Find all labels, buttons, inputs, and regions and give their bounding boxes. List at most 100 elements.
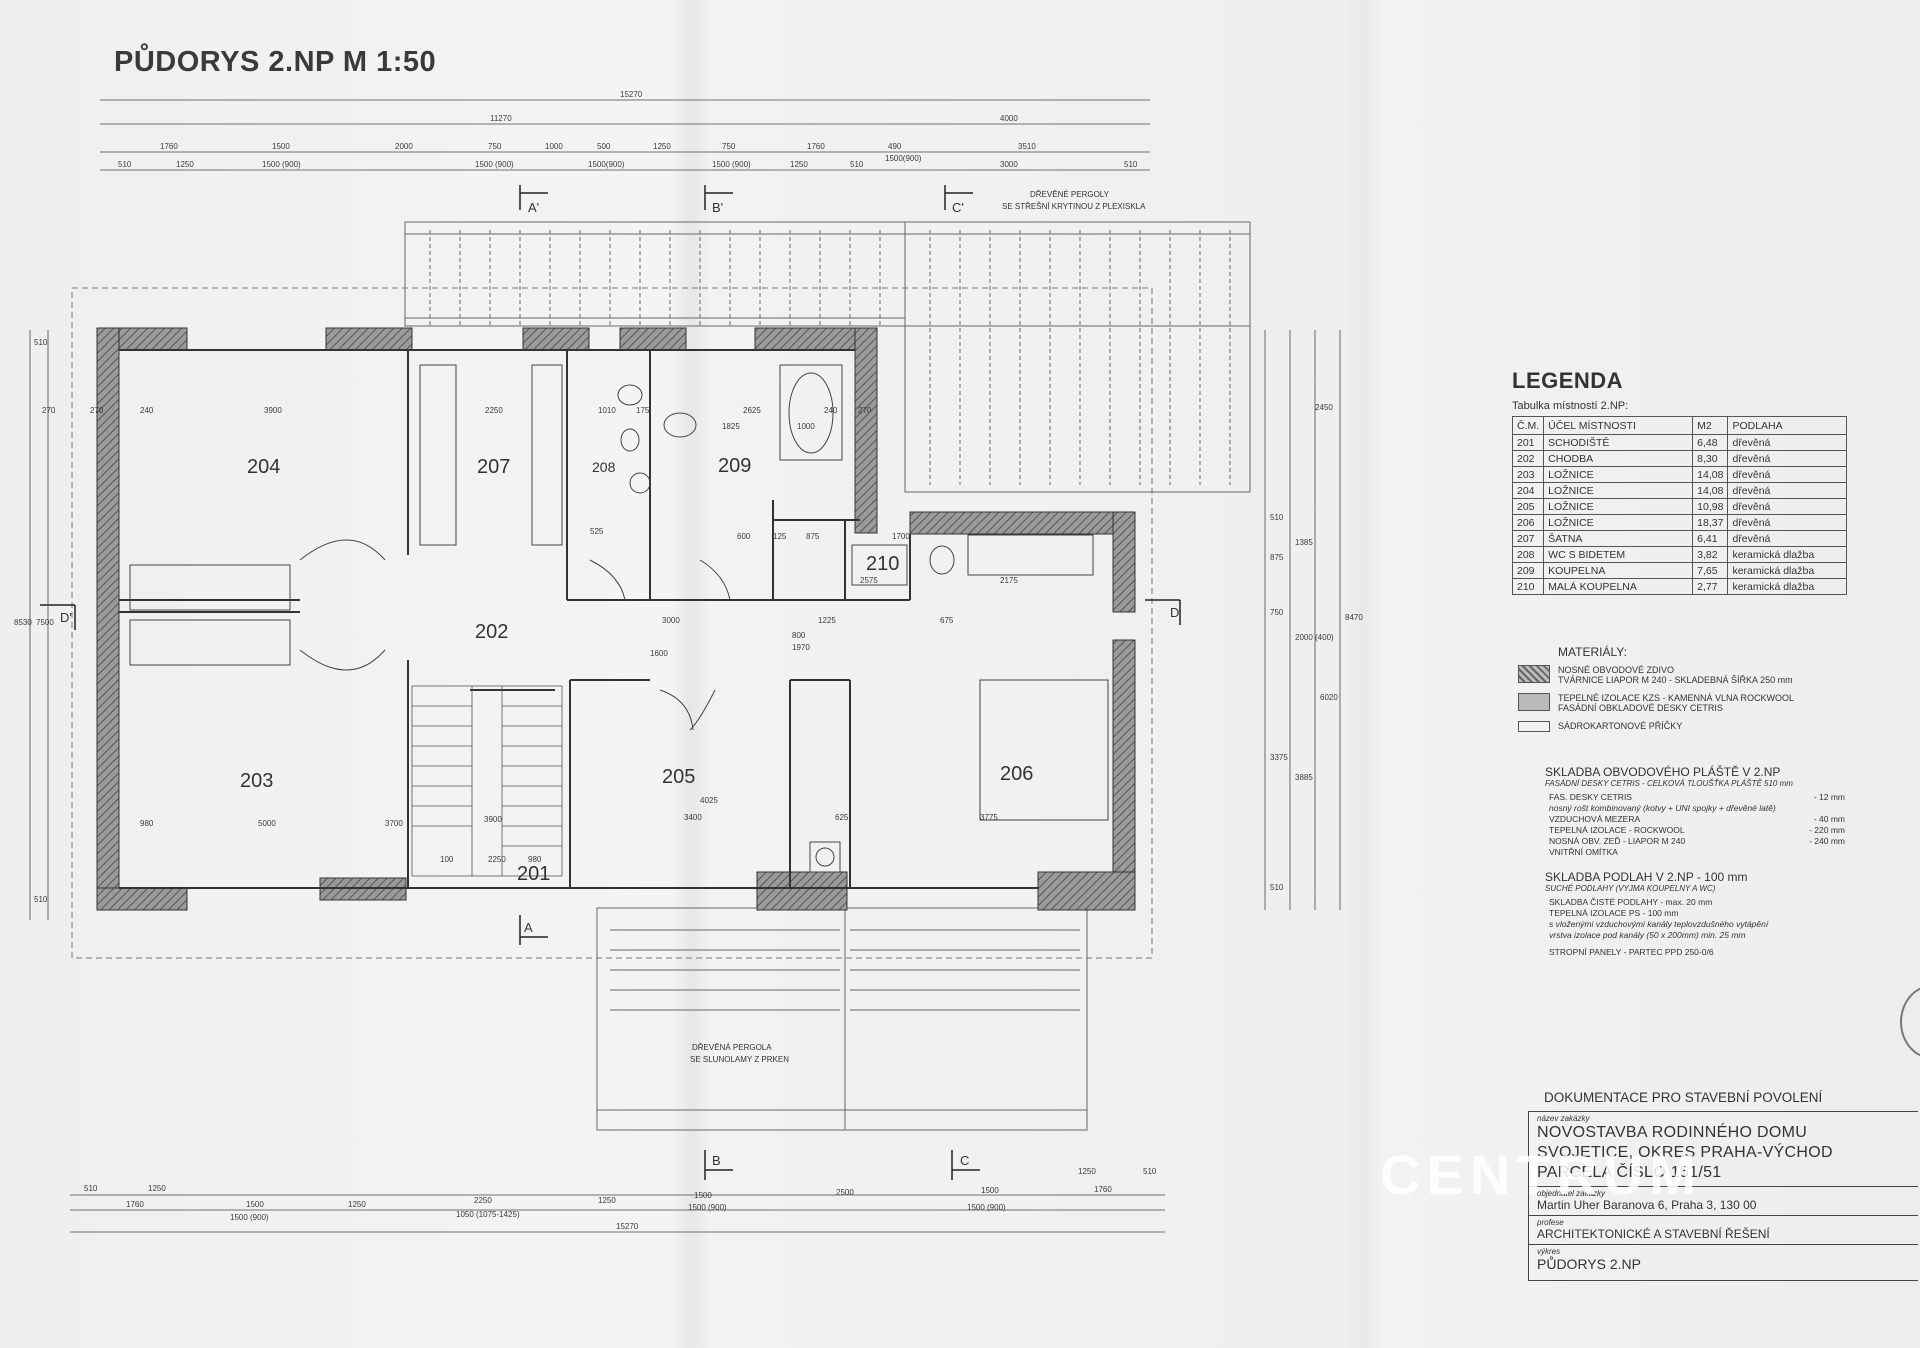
dim-right: 875 [1270, 553, 1284, 562]
material-item: TEPELNÉ IZOLACE KZS - KAMENNÁ VLNA ROCKW… [1518, 693, 1838, 713]
section-b-prime: B' [712, 200, 723, 215]
dim-top-row2-b: 4000 [1000, 114, 1018, 123]
room-208: 208 [592, 459, 616, 475]
material-line: SÁDROKARTONOVÉ PŘÍČKY [1558, 721, 1683, 731]
cell: ŠATNA [1543, 530, 1694, 547]
dim-top-row3: 1500 [272, 142, 290, 151]
dim-left: 510 [34, 338, 48, 347]
cell: LOŽNICE [1543, 514, 1694, 531]
inner-dim: 240 [140, 406, 154, 415]
room-209: 209 [718, 455, 751, 477]
cell: keramická dlažba [1727, 578, 1848, 595]
dim-top-row3: 1760 [807, 142, 825, 151]
wall-hatch-swatch [1518, 665, 1550, 683]
dim-bottom: 1500 [981, 1186, 999, 1195]
insulation-swatch [1518, 693, 1550, 711]
pergola-bottom [596, 907, 1088, 1131]
cell: dřevěná [1727, 450, 1848, 467]
drawing-title: PŮDORYS 2.NP M 1:50 [114, 46, 437, 78]
dim-bottom: 1050 (1075-1425) [456, 1210, 520, 1219]
cell: 205 [1511, 498, 1545, 515]
material-line: TVÁRNICE LIAPOR M 240 - SKLADEBNÁ ŠÍŘKA … [1558, 675, 1793, 685]
inner-dim: 1010 [598, 406, 616, 415]
dim-right: 6020 [1320, 693, 1338, 702]
cell: 206 [1511, 514, 1545, 531]
dim-top-row4: 510 [1124, 160, 1138, 169]
cell: keramická dlažba [1727, 562, 1848, 579]
dim-top-overall: 15270 [620, 90, 643, 99]
exterior-walls [96, 327, 1136, 911]
cell: MALÁ KOUPELNA [1543, 578, 1694, 595]
spec-text: TEPELNÁ IZOLACE PS - 100 mm [1549, 908, 1679, 918]
cell: 3,82 [1692, 546, 1729, 563]
cell: dřevěná [1727, 530, 1848, 547]
dim-top-row3: 1250 [653, 142, 671, 151]
dim-bottom: 15270 [616, 1222, 639, 1231]
inner-dim: 2575 [860, 576, 878, 585]
dim-bottom: 1500 (900) [688, 1203, 727, 1212]
inner-dim: 1970 [792, 643, 810, 652]
dim-bottom: 1500 (900) [967, 1203, 1006, 1212]
bottom-dimension-lines [70, 1194, 1165, 1233]
spec-line: s vloženými vzduchovými kanály teplovzdu… [1549, 919, 1845, 930]
section-b: B [712, 1153, 721, 1168]
inner-dim: 3000 [662, 616, 680, 625]
drawing-name: PŮDORYS 2.NP [1537, 1256, 1641, 1272]
cell: LOŽNICE [1543, 482, 1694, 499]
inner-dim: 175 [636, 406, 650, 415]
dim-top-row3: 3510 [1018, 142, 1036, 151]
dim-top-row4: 3000 [1000, 160, 1018, 169]
dim-bottom: 1250 [348, 1200, 366, 1209]
dim-bottom: 1500 (900) [230, 1213, 269, 1222]
spec-text: VNITŘNÍ OMÍTKA [1549, 847, 1618, 857]
cell: 8,30 [1692, 450, 1729, 467]
dim-top-row3: 1760 [160, 142, 178, 151]
inner-dim: 2175 [1000, 576, 1018, 585]
dim-left: 8530 [14, 618, 32, 627]
dim-top-row3: 500 [597, 142, 611, 151]
inner-dim: 625 [835, 813, 849, 822]
dim-top-row3: 2000 [395, 142, 413, 151]
dim-bottom: 2500 [836, 1188, 854, 1197]
dim-bottom: 1760 [126, 1200, 144, 1209]
legend-title: LEGENDA [1512, 368, 1624, 393]
inner-dim: 270 [858, 406, 872, 415]
client-name: Martin Uher Baranova 6, Praha 3, 130 00 [1537, 1198, 1757, 1212]
pergola-bottom-note-2: SE SLUNOLAMY Z PRKEN [690, 1055, 789, 1064]
legend-subtitle: Tabulka místností 2.NP: [1512, 400, 1629, 412]
inner-dim: 3900 [484, 815, 502, 824]
dim-bottom: 1250 [598, 1196, 616, 1205]
inner-dim: 1000 [797, 422, 815, 431]
inner-dim: 240 [824, 406, 838, 415]
spec-line: nosný rošt kombinovaný (kotvy + UNI spoj… [1549, 803, 1845, 814]
interior-walls [119, 349, 1038, 889]
cell: LOŽNICE [1543, 466, 1694, 483]
spec-value: - 12 mm [1813, 792, 1845, 802]
wall-spec: SKLADBA OBVODOVÉHO PLÁŠTĚ V 2.NP FASÁDNÍ… [1545, 765, 1845, 958]
cell: dřevěná [1727, 466, 1848, 483]
room-206: 206 [1000, 763, 1033, 785]
col-header: ÚČEL MÍSTNOSTI [1543, 416, 1694, 435]
cell: 209 [1511, 562, 1545, 579]
inner-dim: 525 [590, 527, 604, 536]
dim-bottom: 1760 [1094, 1185, 1112, 1194]
dim-right: 510 [1270, 883, 1284, 892]
room-207: 207 [477, 456, 510, 478]
dim-top-row4: 510 [850, 160, 864, 169]
col-header: Č.M. [1511, 416, 1545, 435]
dim-right: 510 [1270, 513, 1284, 522]
dim-top-row4: 510 [118, 160, 132, 169]
cell: 201 [1511, 434, 1545, 451]
section-markers [40, 185, 1181, 1180]
spec-text: STROPNÍ PANELY - PARTEC PPD 250-0/6 [1549, 947, 1714, 957]
spec-text: NOSNÁ OBV. ZEĎ - LIAPOR M 240 [1549, 836, 1686, 846]
inner-dim: 5000 [258, 819, 276, 828]
spec-line: FAS. DESKY CETRIS- 12 mm [1549, 792, 1845, 803]
drywall-swatch [1518, 721, 1550, 732]
